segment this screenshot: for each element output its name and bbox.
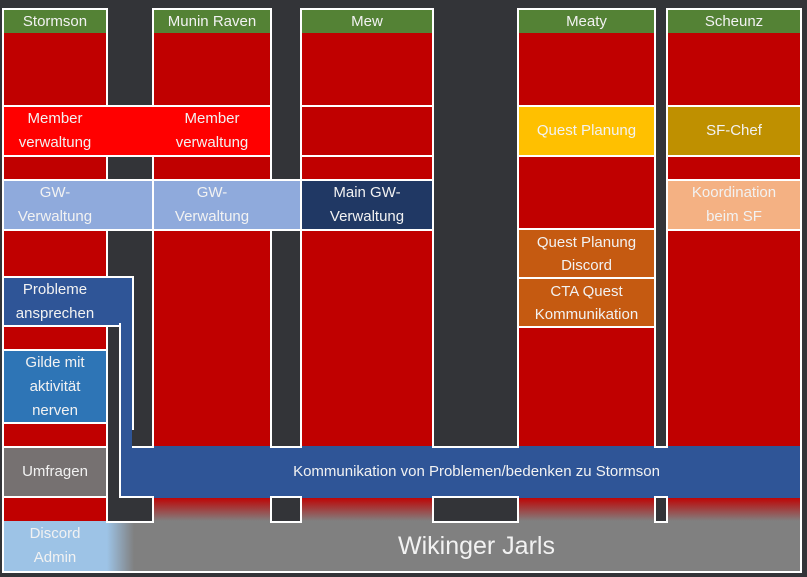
role-label: Gilde mit aktivität nerven (4, 351, 106, 422)
role-cta-quest-kommunikation-meaty: CTA Quest Kommunikation (517, 277, 656, 328)
gap-outline (132, 430, 154, 448)
column-header-meaty: Meaty (519, 10, 654, 33)
role-label: Probleme ansprechen (4, 278, 106, 325)
role-line: Discord (29, 525, 81, 542)
column-header-scheunz: Scheunz (668, 10, 800, 33)
column-mew: Mew (300, 8, 434, 521)
gap-outline (432, 496, 519, 523)
role-line: Kommunikation (534, 305, 639, 323)
role-probleme-ansprechen-stormson: Probleme ansprechen (2, 276, 134, 327)
role-label: Quest Planung (519, 107, 654, 155)
role-line: Admin (33, 549, 77, 566)
role-gilde-aktivitaet-stormson: Gilde mit aktivität nerven (2, 349, 108, 424)
role-koordination-sf-scheunz: Koordination beim SF (666, 179, 802, 231)
role-line: CTA Quest (550, 282, 623, 300)
role-line: Umfragen (22, 463, 88, 480)
role-label: CTA Quest Kommunikation (519, 279, 654, 326)
role-line: Probleme (22, 280, 88, 298)
role-gw-verwaltung-stormson: GW- Verwaltung (2, 179, 154, 231)
role-line: ansprechen (15, 304, 95, 322)
column-scheunz: Scheunz (666, 8, 802, 521)
role-line: Gilde mit (25, 353, 85, 371)
role-label: Umfragen (4, 448, 106, 496)
role-line: Verwaltung (174, 208, 250, 225)
gap-outline (270, 430, 302, 448)
role-line: Koordination (691, 184, 777, 201)
role-member-verwaltung-stormson: Member verwaltung (4, 107, 106, 155)
role-line: Discord (561, 256, 612, 274)
guild-base: Discord Admin Wikinger Jarls (2, 521, 802, 573)
column-header-mew: Mew (302, 10, 432, 33)
role-quest-planung-meaty: Quest Planung (517, 105, 656, 157)
role-line: nerven (32, 401, 78, 419)
role-gw-verwaltung-munin: GW- Verwaltung (152, 179, 302, 231)
role-line: GW- (196, 184, 228, 201)
column-munin-raven: Munin Raven (152, 8, 272, 521)
guild-title: Wikinger Jarls (398, 532, 555, 560)
role-member-verwaltung-munin: Member verwaltung (154, 107, 270, 155)
role-line: Member (27, 110, 83, 127)
kommunikation-label: Kommunikation von Problemen/bedenken zu … (293, 463, 660, 480)
role-sf-chef-scheunz: SF-Chef (666, 105, 802, 157)
role-label: GW- Verwaltung (154, 181, 270, 229)
gap-outline (106, 496, 154, 523)
role-line: Member (184, 110, 240, 127)
mew-empty-cell (300, 105, 434, 157)
column-header-stormson: Stormson (4, 10, 106, 33)
role-line: verwaltung (175, 134, 249, 151)
gap-outline (270, 496, 302, 523)
role-line: Main GW- (333, 184, 401, 201)
role-main-gw-verwaltung-mew: Main GW- Verwaltung (300, 179, 434, 231)
kommunikation-connector (119, 323, 134, 449)
role-line: GW- (39, 184, 71, 201)
column-header-munin-raven: Munin Raven (154, 10, 270, 33)
role-line: aktivität (29, 377, 81, 395)
role-line: Verwaltung (17, 208, 93, 225)
gap-outline (654, 430, 668, 448)
role-line: SF-Chef (706, 122, 762, 139)
role-quest-planung-discord-meaty: Quest Planung Discord (517, 228, 656, 279)
kommunikation-bar: Kommunikation von Problemen/bedenken zu … (119, 446, 802, 498)
role-line: Quest Planung (536, 122, 637, 139)
role-line: beim SF (706, 208, 762, 225)
role-label: SF-Chef (668, 107, 800, 155)
role-label: Koordination beim SF (668, 181, 800, 229)
role-line: verwaltung (18, 134, 92, 151)
role-line: Verwaltung (329, 208, 405, 225)
member-verwaltung-block: Member verwaltung Member verwaltung (2, 105, 272, 157)
column-stormson: Stormson (2, 8, 108, 521)
gap-outline (654, 496, 668, 523)
gap-outline-line (119, 496, 154, 498)
role-label: GW- Verwaltung (4, 181, 106, 229)
role-umfragen-stormson: Umfragen (2, 446, 108, 498)
role-label: Quest Planung Discord (519, 230, 654, 277)
role-line: Quest Planung (536, 233, 637, 251)
gap-outline (432, 430, 519, 448)
role-label: Main GW- Verwaltung (302, 181, 432, 229)
role-discord-admin: Discord Admin (4, 521, 106, 571)
